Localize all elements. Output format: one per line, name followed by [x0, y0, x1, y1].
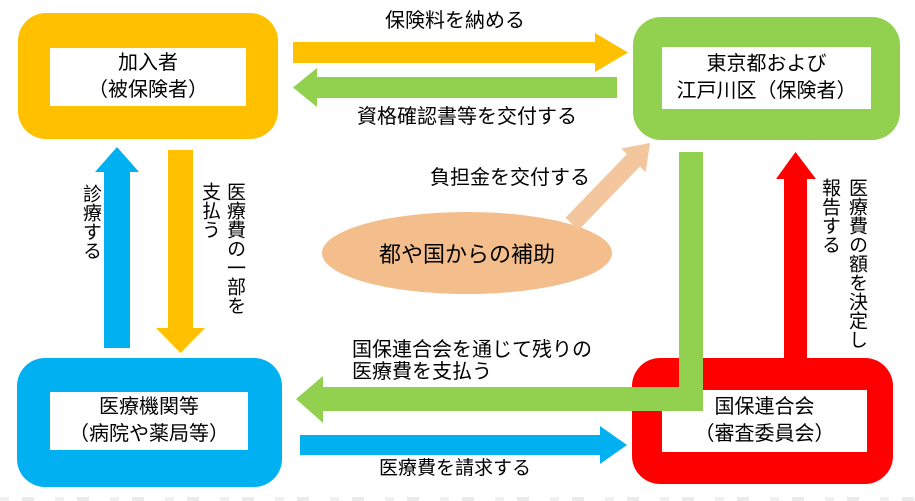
node-federation-label: 国保連合会 （審査委員会）	[694, 396, 835, 445]
node-medical-panel: 医療機関等 （病院や薬局等）	[50, 392, 248, 450]
node-insurer-panel: 東京都および 江戸川区（保険者）	[662, 47, 871, 109]
node-medical-label: 医療機関等 （病院や薬局等）	[69, 396, 229, 445]
subsidy-label: 都や国からの補助	[378, 242, 555, 267]
pay-premium-label: 保険料を納める	[385, 10, 525, 32]
node-insured-label: 加入者 （被保険者）	[88, 52, 208, 101]
pay-remaining-label: 国保連合会を通じて残りの 医療費を支払う	[352, 339, 592, 383]
issue-certificate-label: 資格確認書等を交付する	[357, 106, 577, 128]
issue-certificate-arrow	[293, 68, 617, 107]
node-insured: 加入者 （被保険者）	[18, 13, 278, 139]
node-insurer-label: 東京都および 江戸川区（保険者）	[676, 53, 857, 102]
provide-care-label: 診療する	[80, 184, 101, 260]
node-insurer: 東京都および 江戸川区（保険者）	[633, 17, 900, 140]
node-insured-panel: 加入者 （被保険者）	[50, 48, 246, 106]
subsidy-ellipse: 都や国からの補助	[322, 212, 612, 294]
cutoff-text-strip	[0, 497, 915, 501]
report-amount-arrow	[776, 152, 816, 360]
node-federation: 国保連合会 （審査委員会）	[632, 358, 893, 484]
node-medical: 医療機関等 （病院や薬局等）	[17, 358, 282, 487]
grant-subsidy-label: 負担金を交付する	[430, 167, 590, 189]
pay-premium-arrow	[293, 33, 628, 72]
pay-partial-label: 医療費の一部を 支払う	[199, 182, 245, 315]
node-federation-panel: 国保連合会 （審査委員会）	[662, 390, 867, 452]
report-amount-label: 医療費の額を決定し 報告する	[819, 178, 867, 349]
bill-fees-label: 医療費を請求する	[378, 458, 531, 479]
